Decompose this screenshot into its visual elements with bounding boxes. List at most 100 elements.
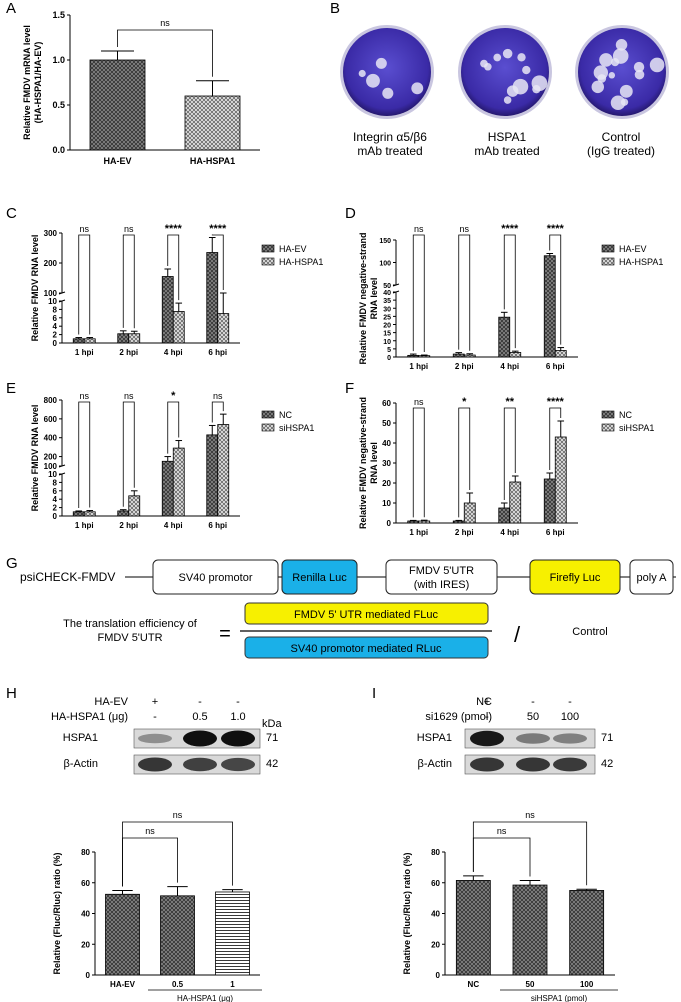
x-tick-label: NC: [468, 980, 480, 989]
significance-label: ns: [459, 224, 469, 234]
equation-control: Control: [572, 626, 607, 638]
blot-kda-unit: kDa: [262, 718, 282, 730]
plate-label-3-line1: Control: [601, 130, 641, 144]
plaque-spot: [599, 53, 613, 67]
y-axis-label: Relative FMDV negative-strand: [358, 397, 368, 529]
panel-label-b: B: [330, 0, 341, 17]
legend-label: HA-HSPA1: [279, 257, 323, 267]
blot-kda-label: 42: [601, 758, 613, 770]
plate-stain: [461, 28, 549, 116]
significance-label: ns: [497, 826, 507, 836]
blot-band: [470, 730, 504, 747]
x-tick-label: 6 hpi: [546, 362, 565, 371]
x-tick-label: 4 hpi: [500, 362, 519, 371]
x-tick-label: 1 hpi: [409, 528, 428, 537]
y-axis-label: Relative FMDV RNA level: [30, 405, 40, 512]
significance-label: ns: [525, 810, 535, 820]
blot-kda-label: 71: [266, 732, 278, 744]
significance-bracket: [472, 837, 531, 877]
legend-swatch: [261, 423, 275, 432]
y-tick-label: 20: [431, 940, 440, 949]
legend-swatch: [261, 257, 275, 266]
blot-kda-label: 71: [601, 732, 613, 744]
plaque-spot: [597, 74, 607, 83]
bar: [72, 511, 85, 517]
blot-band: [553, 757, 587, 772]
significance-label: ns: [145, 826, 155, 836]
bar: [509, 352, 522, 358]
legend-label: HA-HSPA1: [619, 257, 663, 267]
x-tick-label: 0.5: [172, 980, 184, 989]
panel-label-d: D: [345, 205, 356, 222]
x-tick-label: 1 hpi: [75, 521, 94, 530]
bar: [452, 353, 465, 358]
construct-box-label: SV40 promotor: [179, 572, 253, 584]
plaque-spot: [634, 69, 645, 80]
bar: [509, 481, 522, 524]
y-tick-label: 2: [53, 331, 58, 340]
bar: [543, 478, 556, 524]
y-tick-label: 20: [383, 323, 391, 330]
blot-lane-value: -: [531, 696, 535, 708]
plaque-spot: [610, 95, 626, 111]
x-tick-label: 1 hpi: [75, 348, 94, 357]
y-tick-label: 8: [53, 478, 58, 487]
significance-label: ns: [160, 18, 170, 28]
y-tick-label: 100: [44, 289, 58, 298]
plate-label-2: HSPA1 mAb treated: [447, 130, 567, 158]
bar: [463, 354, 476, 358]
blot-lane-value: -: [198, 696, 202, 708]
y-tick-label: 80: [81, 848, 90, 857]
bar: [128, 495, 141, 517]
construct-box-label: FMDV 5'UTR: [409, 565, 474, 577]
significance-label: ns: [173, 810, 183, 820]
legend-swatch: [601, 410, 615, 419]
y-tick-label: 200: [44, 453, 58, 462]
y-tick-label: 30: [382, 459, 391, 468]
construct-box: [385, 559, 498, 595]
x-tick-label: HA-HSPA1: [190, 156, 235, 166]
x-tick-label: 4 hpi: [164, 348, 183, 357]
plaque-spot: [591, 80, 605, 94]
blot-lane-value: -: [568, 696, 572, 708]
plaque-spot: [517, 53, 526, 62]
bar: [206, 252, 219, 344]
blot-lane-value: 0.5: [192, 711, 207, 723]
significance-label: ns: [414, 397, 424, 407]
blot-row-label: si1629 (pmol): [425, 711, 492, 723]
panel-label-g: G: [6, 555, 18, 572]
bar: [418, 355, 431, 358]
significance-bracket: [503, 234, 516, 349]
y-tick-label: 300: [44, 229, 58, 238]
plate-label-3-line2: (IgG treated): [586, 144, 656, 158]
significance-bracket: [211, 234, 224, 290]
plate-label-2-line2: mAb treated: [474, 144, 540, 158]
significance-bracket: [549, 234, 562, 345]
x-tick-label: 2 hpi: [119, 348, 138, 357]
blot-band-label: β-Actin: [418, 758, 452, 770]
bar: [554, 350, 567, 358]
legend-label: siHSPA1: [279, 423, 314, 433]
bar: [554, 436, 567, 524]
y-tick-label: 100: [379, 261, 391, 268]
blot-row-label: HA-HSPA1 (μg): [51, 711, 128, 723]
significance-bracket: [122, 234, 135, 329]
y-tick-label: 1.5: [52, 10, 65, 20]
y-tick-label: 6: [53, 314, 58, 323]
blot-lane-value: +: [152, 696, 158, 708]
y-tick-label: 8: [53, 305, 58, 314]
blot-lane-value: -: [153, 711, 157, 723]
bar: [455, 880, 491, 976]
bar: [89, 59, 146, 151]
panel-label-h: H: [6, 685, 17, 702]
legend-label: siHSPA1: [619, 423, 654, 433]
y-tick-label: 60: [382, 399, 391, 408]
x-tick-label: 2 hpi: [455, 362, 474, 371]
construct-box-label: Renilla Luc: [292, 572, 347, 584]
panel-label-f: F: [345, 380, 355, 397]
significance-bracket: [458, 407, 471, 518]
y-tick-label: 50: [382, 419, 391, 428]
bar: [105, 893, 140, 976]
